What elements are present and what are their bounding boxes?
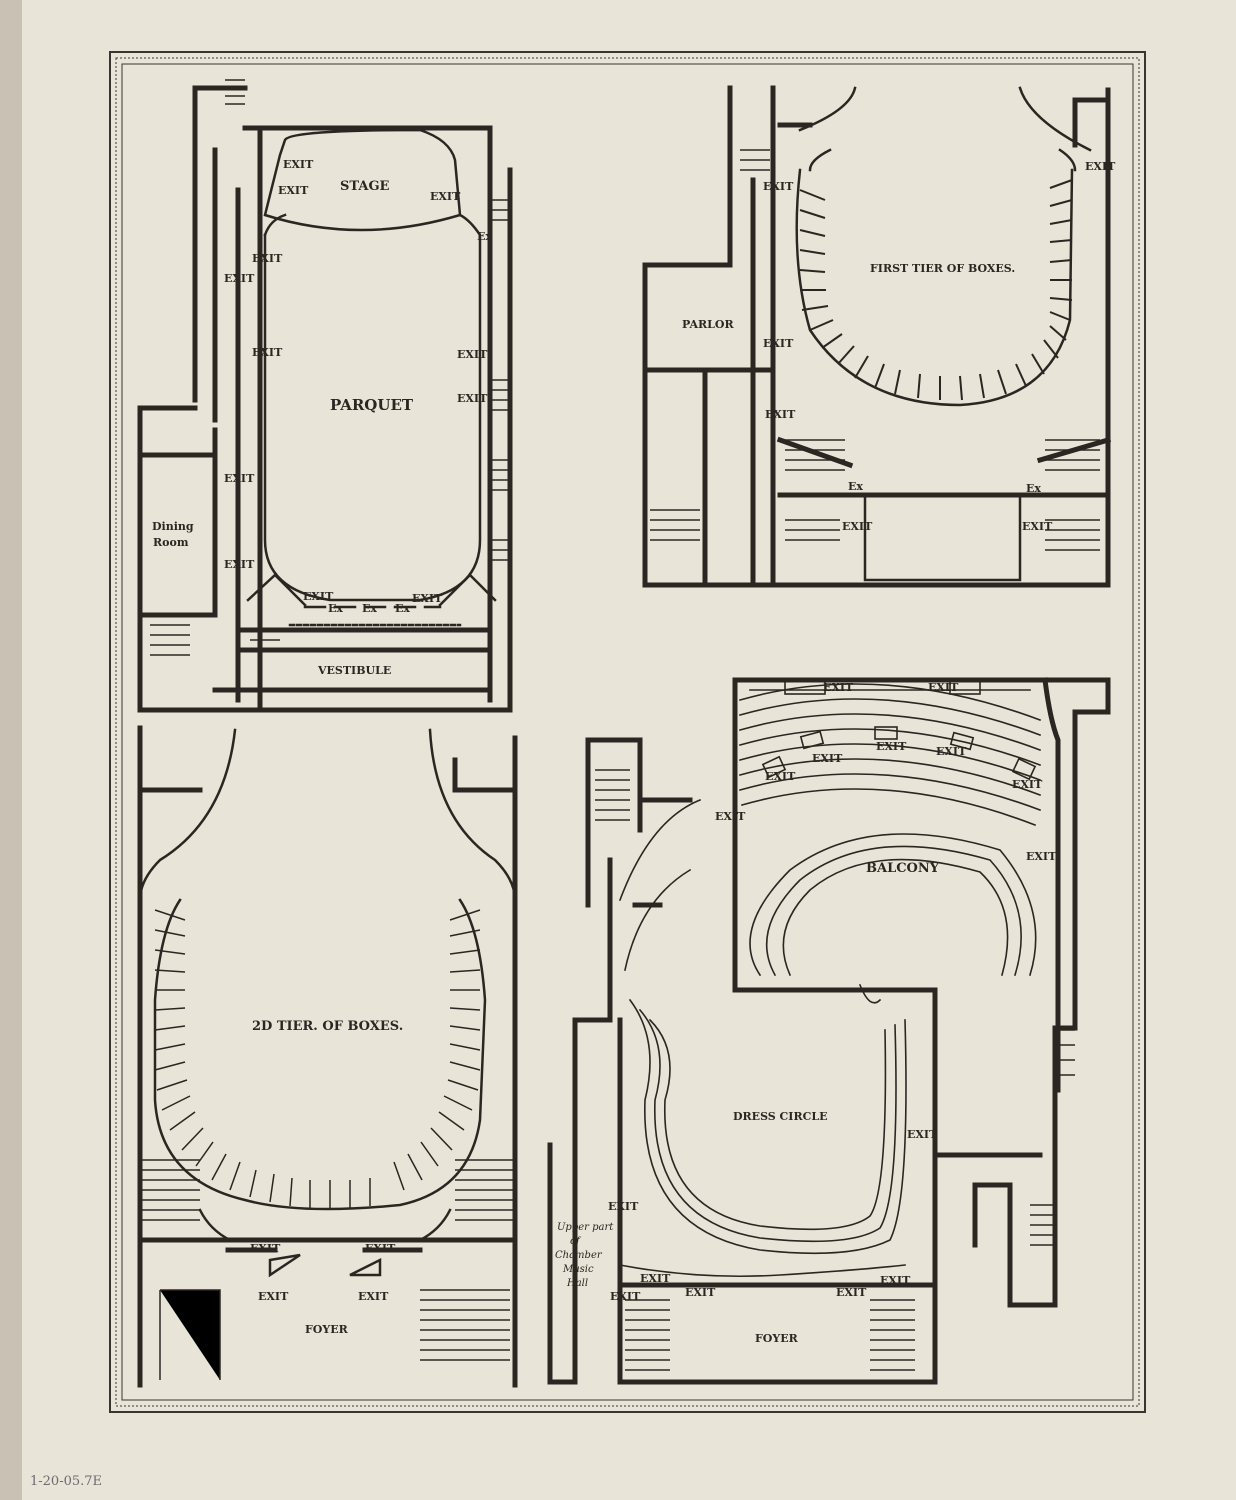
exit-label: EXIT bbox=[608, 1200, 639, 1213]
foyer-label: FOYER bbox=[305, 1323, 349, 1336]
exit-label: EXIT bbox=[283, 158, 314, 171]
exit-label: EXIT bbox=[715, 810, 746, 823]
dress-circle-label: DRESS CIRCLE bbox=[733, 1110, 827, 1123]
dining-label-line2: Room bbox=[153, 536, 189, 549]
exit-label: EXIT bbox=[252, 252, 283, 265]
chamber-label-line5: Hall bbox=[566, 1278, 588, 1289]
second-tier-plan: 2D TIER. OF BOXES. FOYER EXIT EXIT EXIT … bbox=[137, 725, 518, 1388]
exit-label: EXIT bbox=[928, 681, 959, 694]
second-tier-title: 2D TIER. OF BOXES. bbox=[252, 1019, 403, 1034]
stage-label: STAGE bbox=[340, 179, 390, 194]
exit-label: EXIT bbox=[765, 408, 796, 421]
exit-label: EXIT bbox=[640, 1272, 671, 1285]
ex-label: Ex bbox=[848, 480, 863, 493]
chamber-label-line3: Chamber bbox=[555, 1250, 603, 1261]
decorative-border bbox=[109, 51, 1146, 1413]
chamber-label-line1: Upper part bbox=[557, 1222, 614, 1233]
ex-label: Ex bbox=[362, 602, 377, 615]
first-tier-box-partitions bbox=[799, 179, 1073, 401]
exit-label: EXIT bbox=[763, 180, 794, 193]
exit-label: EXIT bbox=[880, 1274, 911, 1287]
exit-label: EXIT bbox=[1026, 850, 1057, 863]
exit-label: EXIT bbox=[250, 1242, 281, 1255]
exit-label: EXIT bbox=[252, 346, 283, 359]
exit-label: EXIT bbox=[303, 590, 334, 603]
exit-label: EXIT bbox=[412, 592, 443, 605]
chamber-label-line2: of bbox=[570, 1236, 582, 1247]
exit-label: EXIT bbox=[685, 1286, 716, 1299]
exit-label: EXIT bbox=[1022, 520, 1053, 533]
exit-label: EXIT bbox=[763, 337, 794, 350]
exit-label: EXIT bbox=[430, 190, 461, 203]
exit-label: EXIT bbox=[907, 1128, 938, 1141]
exit-label: EXIT bbox=[765, 770, 796, 783]
binding-edge bbox=[0, 0, 22, 1500]
exit-label: EXIT bbox=[936, 745, 967, 758]
exit-label: EXIT bbox=[224, 472, 255, 485]
parquet-label: PARQUET bbox=[330, 396, 414, 414]
exit-label: EXIT bbox=[1012, 778, 1043, 791]
exit-label: EXIT bbox=[457, 392, 488, 405]
first-tier-plan: FIRST TIER OF BOXES. PARLOR EXIT EXIT EX… bbox=[642, 85, 1116, 588]
ex-label: Ex bbox=[477, 230, 492, 243]
ex-label: Ex bbox=[1026, 482, 1041, 495]
exit-label: EXIT bbox=[876, 740, 907, 753]
ex-label: Ex bbox=[395, 602, 410, 615]
balcony-boxes bbox=[761, 679, 1037, 781]
exit-label: EXIT bbox=[823, 681, 854, 694]
second-tier-box-partitions bbox=[140, 909, 515, 1380]
paper-sheet bbox=[18, 0, 1236, 1500]
chamber-label-line4: Music bbox=[562, 1264, 594, 1275]
exit-label: EXIT bbox=[610, 1290, 641, 1303]
balcony-label: BALCONY bbox=[866, 861, 940, 876]
ex-label: Ex bbox=[328, 602, 343, 615]
exit-label: EXIT bbox=[224, 272, 255, 285]
margin-note: 1-20-05.7E bbox=[30, 1474, 102, 1489]
foyer-label: FOYER bbox=[755, 1332, 799, 1345]
first-tier-title: FIRST TIER OF BOXES. bbox=[870, 262, 1015, 275]
balcony-plan: BALCONY DRESS CIRCLE FOYER EXIT EXIT EXI… bbox=[547, 677, 1111, 1385]
dining-label-line1: Dining bbox=[152, 520, 194, 533]
exit-label: EXIT bbox=[258, 1290, 289, 1303]
exit-label: EXIT bbox=[836, 1286, 867, 1299]
exit-label: EXIT bbox=[365, 1242, 396, 1255]
exit-label: EXIT bbox=[224, 558, 255, 571]
vestibule-label: VESTIBULE bbox=[317, 664, 391, 677]
exit-label: EXIT bbox=[1085, 160, 1116, 173]
exit-label: EXIT bbox=[812, 752, 843, 765]
exit-label: EXIT bbox=[457, 348, 488, 361]
exit-label: EXIT bbox=[358, 1290, 389, 1303]
parlor-label: PARLOR bbox=[682, 318, 734, 331]
parquet-plan: STAGE PARQUET VESTIBULE Dining Room EXIT… bbox=[137, 79, 513, 713]
exit-label: EXIT bbox=[278, 184, 309, 197]
exit-label: EXIT bbox=[842, 520, 873, 533]
